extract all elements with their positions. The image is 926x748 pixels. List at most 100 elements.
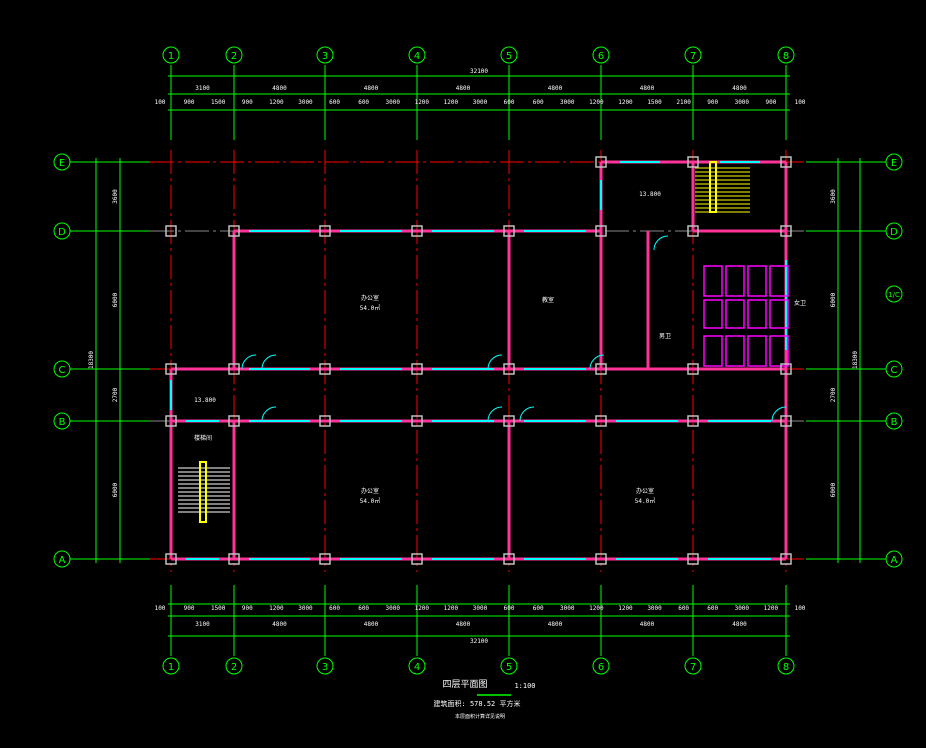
column — [687, 553, 699, 565]
dimension-detail: 3000 — [386, 99, 401, 106]
column — [411, 553, 423, 565]
dimension-detail: 100 — [155, 605, 166, 612]
dimension-bay: 3600 — [112, 189, 119, 204]
axis-label: 5 — [506, 51, 512, 62]
dimension-bay: 2700 — [112, 387, 119, 402]
axis-label: 7 — [690, 51, 696, 62]
dimension-detail: 1200 — [444, 99, 459, 106]
door-swing — [519, 406, 535, 422]
axis-bubble — [53, 153, 71, 171]
axis-bubble — [316, 46, 334, 64]
axis-label: 1/C — [888, 291, 900, 299]
column — [595, 156, 607, 168]
axis-bubble — [885, 153, 903, 171]
dimension-total: 32100 — [470, 638, 488, 645]
axis-label: 7 — [690, 662, 696, 673]
axis-bubble — [500, 657, 518, 675]
axis-bubble — [225, 46, 243, 64]
axis-label: 6 — [598, 662, 604, 673]
axis-label: A — [59, 555, 66, 566]
axis-label: 6 — [598, 51, 604, 62]
room-area: 54.0㎡ — [360, 497, 380, 505]
axis-label: 8 — [783, 51, 789, 62]
column — [411, 225, 423, 237]
dimension-bay: 3600 — [830, 189, 837, 204]
axis-bubble — [53, 222, 71, 240]
door-swing — [241, 354, 257, 370]
toilet-stall — [769, 299, 789, 329]
axis-label: 1 — [168, 662, 174, 673]
room-name: 办公室 — [361, 487, 379, 495]
column — [228, 225, 240, 237]
dimension-bay: 6000 — [830, 292, 837, 307]
toilet-stall — [725, 265, 745, 297]
column — [228, 553, 240, 565]
dimension-detail: 3000 — [560, 605, 575, 612]
column — [687, 415, 699, 427]
axis-bubble — [316, 657, 334, 675]
axis-bubble — [408, 657, 426, 675]
dimension-detail: 2100 — [676, 99, 691, 106]
column — [780, 415, 792, 427]
stair-rail — [199, 461, 207, 523]
axis-label: E — [891, 158, 897, 169]
dimension-detail: 1200 — [764, 605, 779, 612]
column — [780, 553, 792, 565]
dimension-bay: 4800 — [732, 621, 747, 628]
axis-label: 2 — [231, 662, 237, 673]
dimension-detail: 900 — [765, 99, 776, 106]
door-swing — [487, 406, 503, 422]
drawing-scale: 1:100 — [514, 682, 535, 690]
door-swing — [261, 354, 277, 370]
axis-bubble — [885, 360, 903, 378]
dimension-detail: 100 — [795, 99, 806, 106]
dimension-bay: 4800 — [732, 85, 747, 92]
level-mark: 13.800 — [639, 191, 661, 198]
dimension-detail: 3000 — [647, 605, 662, 612]
axis-bubble — [53, 360, 71, 378]
dimension-detail: 900 — [707, 99, 718, 106]
dimension-detail: 1200 — [269, 605, 284, 612]
axis-label: B — [59, 417, 66, 428]
dimension-detail: 1200 — [444, 605, 459, 612]
column — [595, 415, 607, 427]
room-name: 办公室 — [361, 294, 379, 302]
dimension-detail: 1200 — [618, 605, 633, 612]
axis-bubble — [592, 46, 610, 64]
dimension-detail: 1200 — [415, 99, 430, 106]
dimension-detail: 600 — [358, 605, 369, 612]
axis-label: D — [58, 227, 66, 238]
room-name: 男卫 — [659, 333, 671, 340]
dimension-bay: 2700 — [830, 387, 837, 402]
door-swing — [261, 406, 277, 422]
axis-bubble — [162, 657, 180, 675]
room-area: 54.0㎡ — [635, 497, 655, 505]
axis-bubble — [684, 657, 702, 675]
drawing-title: 四层平面图 — [442, 679, 487, 690]
room-area: 54.0㎡ — [360, 304, 380, 312]
dimension-bay: 4800 — [548, 621, 563, 628]
column — [595, 363, 607, 375]
axis-label: A — [891, 555, 898, 566]
axis-label: 3 — [322, 662, 328, 673]
dimension-detail: 600 — [504, 99, 515, 106]
door-swing — [653, 235, 669, 251]
column — [165, 225, 177, 237]
axis-bubble — [885, 285, 903, 303]
column — [165, 363, 177, 375]
column — [165, 553, 177, 565]
stair-rail — [709, 161, 717, 213]
column — [503, 363, 515, 375]
dimension-bay: 4800 — [548, 85, 563, 92]
axis-label: 4 — [414, 51, 420, 62]
axis-label: C — [891, 365, 898, 376]
column — [503, 553, 515, 565]
column — [780, 225, 792, 237]
axis-bubble — [592, 657, 610, 675]
dimension-detail: 600 — [358, 99, 369, 106]
room-name: 女卫 — [794, 299, 806, 307]
column — [228, 415, 240, 427]
dimension-detail: 1200 — [589, 99, 604, 106]
column — [165, 415, 177, 427]
